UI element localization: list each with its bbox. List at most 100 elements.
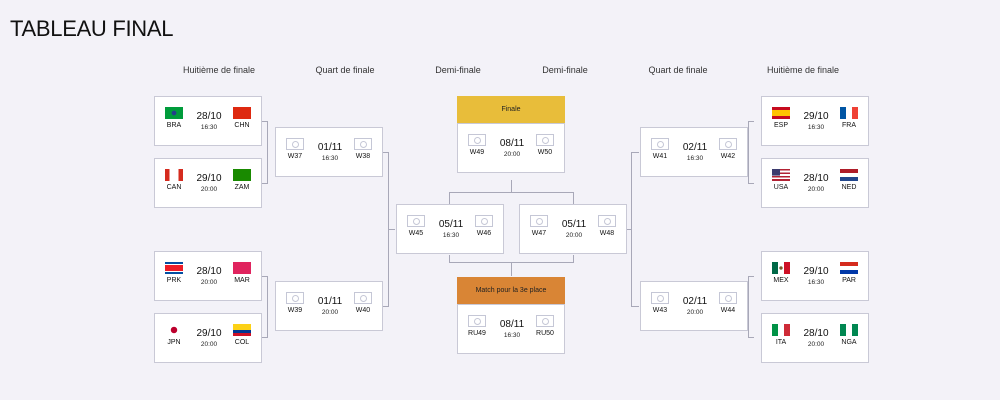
team-code: ESP	[773, 122, 788, 129]
connector-line	[748, 121, 749, 184]
match-datetime: 02/11 16:30	[675, 142, 715, 162]
team-right: MAR	[227, 262, 257, 284]
team-right: PAR	[834, 262, 864, 284]
team-code: W44	[720, 307, 736, 314]
match-card[interactable]: JPN 29/10 20:00 COL	[154, 313, 262, 363]
placeholder-emblem-icon	[719, 138, 737, 150]
match-card[interactable]: RU49 08/11 16:30 RU50	[457, 304, 565, 354]
match-card[interactable]: W47 05/11 20:00 W48	[519, 204, 627, 254]
match-time: 16:30	[442, 232, 460, 239]
flag-prk-icon	[165, 262, 183, 274]
placeholder-emblem-icon	[719, 292, 737, 304]
team-code: W49	[469, 149, 485, 156]
connector-line	[573, 192, 574, 204]
team-code: BRA	[166, 122, 182, 129]
match-time: 20:00	[321, 309, 339, 316]
team-left: MEX	[766, 262, 796, 284]
match-datetime: 05/11 20:00	[554, 219, 594, 239]
flag-can-icon	[165, 169, 183, 181]
flag-bra-icon	[165, 107, 183, 119]
match-card[interactable]: PRK 28/10 20:00 MAR	[154, 251, 262, 301]
connector-line	[262, 337, 268, 338]
match-datetime: 29/10 16:30	[796, 266, 836, 286]
team-code: MEX	[773, 277, 789, 284]
team-left: W49	[462, 134, 492, 156]
team-right: RU50	[530, 315, 560, 337]
match-time: 20:00	[807, 341, 825, 348]
match-date: 02/11	[682, 296, 708, 307]
match-datetime: 08/11 16:30	[492, 319, 532, 339]
connector-line	[627, 229, 632, 230]
match-card[interactable]: W37 01/11 16:30 W38	[275, 127, 383, 177]
match-datetime: 28/10 20:00	[796, 328, 836, 348]
team-code: PAR	[842, 277, 856, 284]
match-time: 16:30	[503, 332, 521, 339]
team-code: PRK	[166, 277, 182, 284]
match-datetime: 29/10 20:00	[189, 328, 229, 348]
flag-nga-icon	[840, 324, 858, 336]
column-header-semi-left: Demi-finale	[435, 65, 481, 75]
connector-line	[748, 276, 754, 277]
connector-line	[383, 152, 389, 153]
team-code: CAN	[166, 184, 182, 191]
flag-chn-icon	[233, 107, 251, 119]
team-left: CAN	[159, 169, 189, 191]
team-left: W37	[280, 138, 310, 160]
connector-line	[267, 121, 268, 184]
team-code: NGA	[841, 339, 857, 346]
team-left: W45	[401, 215, 431, 237]
flag-zam-icon	[233, 169, 251, 181]
match-card[interactable]: CAN 29/10 20:00 ZAM	[154, 158, 262, 208]
match-card[interactable]: W43 02/11 20:00 W44	[640, 281, 748, 331]
match-card[interactable]: ITA 28/10 20:00 NGA	[761, 313, 869, 363]
team-code: W45	[408, 230, 424, 237]
match-card[interactable]: BRA 28/10 16:30 CHN	[154, 96, 262, 146]
match-date: 28/10	[196, 111, 222, 122]
flag-usa-icon	[772, 169, 790, 181]
match-datetime: 28/10 20:00	[796, 173, 836, 193]
third-place-header: Match pour la 3e place	[457, 277, 565, 304]
team-right: W40	[348, 292, 378, 314]
match-card[interactable]: USA 28/10 20:00 NED	[761, 158, 869, 208]
placeholder-emblem-icon	[354, 292, 372, 304]
match-date: 05/11	[561, 219, 587, 230]
flag-ned-icon	[840, 169, 858, 181]
team-code: W40	[355, 307, 371, 314]
connector-line	[573, 255, 574, 263]
team-code: W47	[531, 230, 547, 237]
team-left: JPN	[159, 324, 189, 346]
team-right: W44	[713, 292, 743, 314]
match-date: 29/10	[803, 111, 829, 122]
match-time: 16:30	[321, 155, 339, 162]
team-code: ITA	[775, 339, 787, 346]
connector-line	[267, 276, 268, 338]
match-time: 16:30	[200, 124, 218, 131]
match-datetime: 01/11 16:30	[310, 142, 350, 162]
flag-fra-icon	[840, 107, 858, 119]
team-code: USA	[773, 184, 789, 191]
match-card[interactable]: W39 01/11 20:00 W40	[275, 281, 383, 331]
match-card[interactable]: MEX 29/10 16:30 PAR	[761, 251, 869, 301]
team-code: W46	[476, 230, 492, 237]
team-left: W43	[645, 292, 675, 314]
match-time: 20:00	[200, 186, 218, 193]
team-left: ITA	[766, 324, 796, 346]
match-card[interactable]: W45 05/11 16:30 W46	[396, 204, 504, 254]
team-left: W41	[645, 138, 675, 160]
match-date: 29/10	[196, 173, 222, 184]
match-card[interactable]: W49 08/11 20:00 W50	[457, 123, 565, 173]
placeholder-emblem-icon	[651, 292, 669, 304]
match-datetime: 01/11 20:00	[310, 296, 350, 316]
match-date: 02/11	[682, 142, 708, 153]
connector-line	[449, 192, 450, 204]
match-datetime: 02/11 20:00	[675, 296, 715, 316]
connector-line	[631, 306, 639, 307]
connector-line	[511, 180, 512, 192]
flag-ita-icon	[772, 324, 790, 336]
match-card[interactable]: W41 02/11 16:30 W42	[640, 127, 748, 177]
team-right: W48	[592, 215, 622, 237]
team-left: RU49	[462, 315, 492, 337]
connector-line	[748, 183, 754, 184]
match-card[interactable]: ESP 29/10 16:30 FRA	[761, 96, 869, 146]
connector-line	[262, 121, 268, 122]
